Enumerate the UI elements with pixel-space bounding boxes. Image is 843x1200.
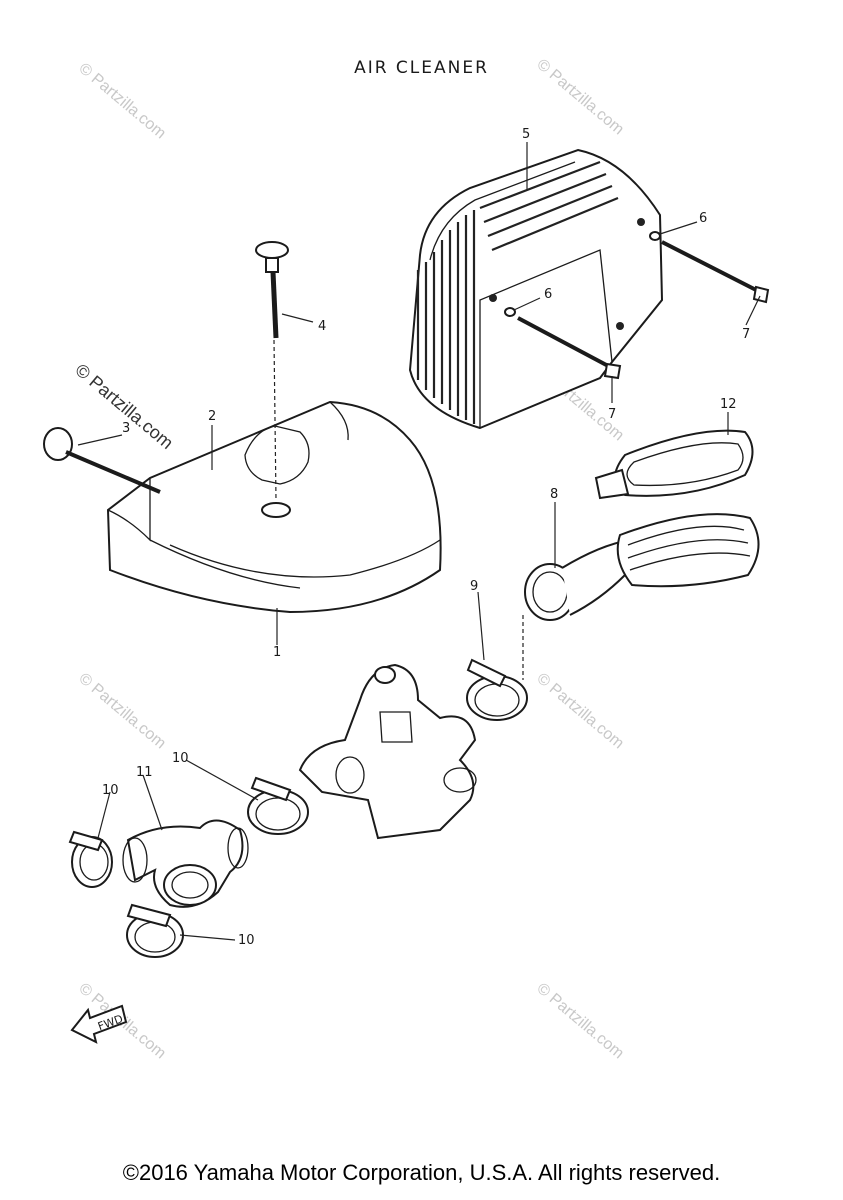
leader-lines [77, 142, 761, 941]
intake-joint-8 [524, 513, 760, 621]
callout-1: 1 [273, 645, 281, 660]
clamp-10a [247, 776, 309, 835]
callout-10a: 10 [172, 751, 189, 766]
callout-labels: 5 6 6 7 7 4 2 3 12 8 9 1 10 11 10 10 [102, 127, 750, 948]
callout-6b: 6 [544, 287, 552, 302]
callout-12: 12 [720, 397, 737, 412]
diagram-title: AIR CLEANER [354, 58, 489, 78]
callout-3: 3 [122, 421, 130, 436]
clamp-10b [68, 830, 113, 888]
knob-screw-4 [255, 241, 289, 501]
washer-6b [504, 307, 516, 317]
carburetor [298, 663, 477, 840]
long-bolt-7b [517, 316, 622, 380]
knob-screw-3 [43, 427, 161, 494]
watermark-1: © Partzilla.com [75, 60, 169, 142]
watermark-4: © Partzilla.com [75, 670, 169, 752]
clamp-9 [466, 658, 528, 721]
copyright-notice: ©2016 Yamaha Motor Corporation, U.S.A. A… [122, 1160, 721, 1185]
callout-9: 9 [470, 579, 478, 594]
clamp-10c [126, 903, 184, 958]
air-filter-element [408, 148, 664, 430]
callout-7b: 7 [608, 407, 616, 422]
callout-11: 11 [136, 765, 153, 780]
watermark-2: © Partzilla.com [533, 56, 627, 138]
callout-5: 5 [522, 127, 530, 142]
air-cleaner-case-cover [106, 400, 442, 614]
callout-10b: 10 [102, 783, 119, 798]
long-bolt-7a [661, 240, 770, 304]
callout-4: 4 [318, 319, 326, 334]
watermark-dark: © Partzilla.com [71, 360, 177, 453]
washer-6a [649, 231, 661, 241]
band-12 [594, 429, 754, 500]
watermark-5: © Partzilla.com [533, 670, 627, 752]
y-joint-11 [122, 819, 249, 908]
watermark-7: © Partzilla.com [533, 980, 627, 1062]
callout-10c: 10 [238, 933, 255, 948]
callout-7a: 7 [742, 327, 750, 342]
callout-6a: 6 [699, 211, 707, 226]
callout-8: 8 [550, 487, 558, 502]
callout-2: 2 [208, 409, 216, 424]
